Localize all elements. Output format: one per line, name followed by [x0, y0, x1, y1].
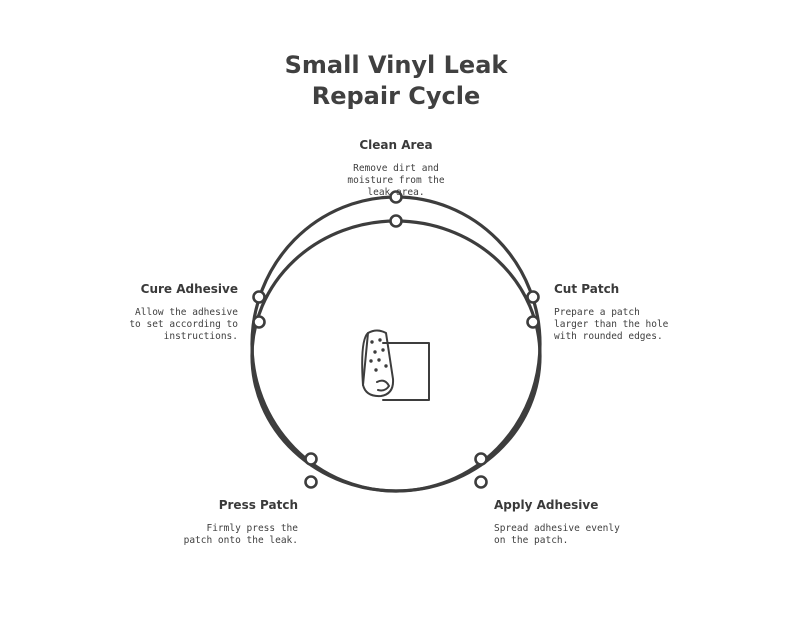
step-description: Allow the adhesive to set according to i…	[129, 307, 238, 342]
vinyl-patch-roll-icon	[361, 329, 430, 401]
step-cut-patch: Cut Patch Prepare a patch larger than th…	[554, 282, 724, 343]
cycle-node-cut-outer	[526, 290, 540, 304]
step-title: Apply Adhesive	[494, 498, 599, 512]
step-description: Spread adhesive evenly on the patch.	[494, 523, 620, 546]
title-line-1: Small Vinyl Leak	[284, 51, 508, 79]
cycle-node-apply-outer	[474, 452, 488, 466]
step-description: Firmly press the patch onto the leak.	[183, 523, 298, 546]
cycle-node-press-outer	[304, 452, 318, 466]
step-press-patch: Press Patch Firmly press the patch onto …	[118, 498, 298, 547]
cycle-node-press-inner	[304, 475, 318, 489]
cycle-node-cure-inner	[252, 315, 266, 329]
step-description: Prepare a patch larger than the hole wit…	[554, 307, 669, 342]
step-clean-area: Clean Area Remove dirt and moisture from…	[316, 138, 476, 199]
cycle-node-clean-outer	[389, 190, 403, 204]
cycle-node-cure-outer	[252, 290, 266, 304]
title-line-2: Repair Cycle	[311, 82, 481, 110]
diagram-title: Small Vinyl Leak Repair Cycle	[0, 50, 792, 112]
step-cure-adhesive: Cure Adhesive Allow the adhesive to set …	[68, 282, 238, 343]
step-description: Remove dirt and moisture from the leak a…	[347, 163, 445, 198]
step-title: Cure Adhesive	[140, 282, 238, 296]
step-title: Cut Patch	[554, 282, 620, 296]
step-apply-adhesive: Apply Adhesive Spread adhesive evenly on…	[494, 498, 674, 547]
cycle-node-clean-inner	[389, 214, 403, 228]
cycle-node-cut-inner	[526, 315, 540, 329]
step-title: Clean Area	[359, 138, 433, 152]
cycle-node-apply-inner	[474, 475, 488, 489]
step-title: Press Patch	[218, 498, 298, 512]
cycle-ring-inner	[250, 219, 542, 493]
